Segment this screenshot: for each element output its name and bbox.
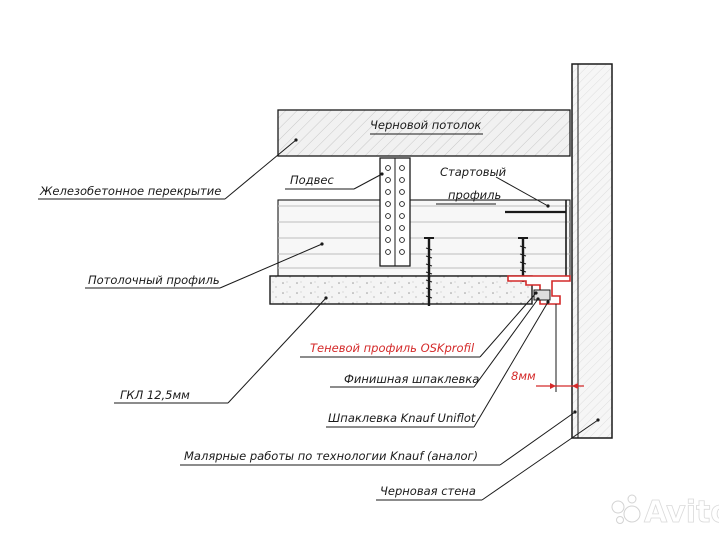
label-rough-wall: Черновая стена xyxy=(380,484,476,498)
gkl-board xyxy=(269,275,533,305)
label-gkl: ГКЛ 12,5мм xyxy=(120,388,190,402)
label-painting: Малярные работы по технологии Knauf (ана… xyxy=(184,449,478,463)
label-start-profile-2: профиль xyxy=(448,188,501,202)
label-start-profile-1: Стартовый xyxy=(440,165,507,179)
gap-dimension xyxy=(536,300,584,392)
label-gap: 8мм xyxy=(511,369,536,383)
label-shadow-profile: Теневой профиль OSKprofil xyxy=(310,341,475,355)
label-slab: Железобетонное перекрытие xyxy=(39,184,221,198)
watermark-text: Avito xyxy=(644,495,719,530)
label-knauf-putty: Шпаклевка Knauf Uniflot xyxy=(328,411,476,425)
avito-watermark: Avito xyxy=(611,494,719,530)
label-rough-ceiling: Черновой потолок xyxy=(370,118,481,132)
label-finish-putty: Финишная шпаклевка xyxy=(344,372,479,386)
avito-logo-icon xyxy=(611,494,641,524)
hanger xyxy=(379,157,411,267)
leader-dots xyxy=(294,138,600,422)
screw-right xyxy=(518,237,528,282)
leader-lines xyxy=(38,133,599,501)
start-profile xyxy=(505,200,567,278)
rough-ceiling-slab xyxy=(277,109,571,157)
screw-left xyxy=(424,237,434,306)
label-ceiling-profile: Потолочный профиль xyxy=(88,273,220,287)
rough-wall xyxy=(571,63,613,439)
label-hanger: Подвес xyxy=(290,173,334,187)
